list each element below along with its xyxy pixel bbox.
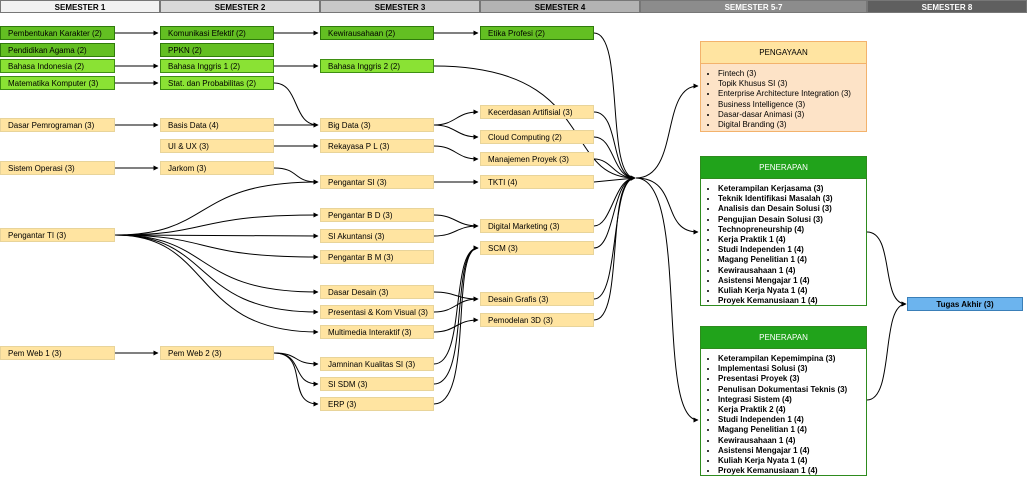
list-item: Presentasi Proyek (3) bbox=[718, 374, 866, 384]
list-item: Asistensi Mengajar 1 (4) bbox=[718, 276, 866, 286]
list-item: Enterprise Architecture Integration (3) bbox=[718, 89, 866, 99]
header-semester-4: SEMESTER 4 bbox=[480, 0, 640, 13]
course-multimedia-interaktif[interactable]: Multimedia Interaktif (3) bbox=[320, 325, 434, 339]
course-bahasa-inggris-2[interactable]: Bahasa Inggris 2 (2) bbox=[320, 59, 434, 73]
course-cloud-computing[interactable]: Cloud Computing (2) bbox=[480, 130, 594, 144]
list-item: Technopreneurship (4) bbox=[718, 225, 866, 235]
list-item: Kewirausahaan 1 (4) bbox=[718, 266, 866, 276]
list-item: Proyek Kemanusiaan 1 (4) bbox=[718, 296, 866, 306]
header-semester-5-7: SEMESTER 5-7 bbox=[640, 0, 867, 13]
course-ppkn[interactable]: PPKN (2) bbox=[160, 43, 274, 57]
list-item: Business Intelligence (3) bbox=[718, 100, 866, 110]
list-item: Penulisan Dokumentasi Teknis (3) bbox=[718, 385, 866, 395]
list-item: Keterampilan Kepemimpina (3) bbox=[718, 354, 866, 364]
course-etika-profesi[interactable]: Etika Profesi (2) bbox=[480, 26, 594, 40]
course-big-data[interactable]: Big Data (3) bbox=[320, 118, 434, 132]
list-item: Topik Khusus SI (3) bbox=[718, 79, 866, 89]
course-jaminan-kualitas-si[interactable]: Jamninan Kualitas SI (3) bbox=[320, 357, 434, 371]
list-item: Asistensi Mengajar 1 (4) bbox=[718, 446, 866, 456]
list-item: Kewirausahaan 1 (4) bbox=[718, 436, 866, 446]
course-sistem-operasi[interactable]: Sistem Operasi (3) bbox=[0, 161, 115, 175]
penerapan-1-list: Keterampilan Kerjasama (3) Teknik Identi… bbox=[701, 179, 866, 306]
list-item: Kuliah Kerja Nyata 1 (4) bbox=[718, 286, 866, 296]
list-item: Fintech (3) bbox=[718, 69, 866, 79]
list-item: Magang Penelitian 1 (4) bbox=[718, 255, 866, 265]
list-item: Keterampilan Kerjasama (3) bbox=[718, 184, 866, 194]
pengayaan-list: Fintech (3) Topik Khusus SI (3) Enterpri… bbox=[701, 64, 866, 130]
course-dasar-desain[interactable]: Dasar Desain (3) bbox=[320, 285, 434, 299]
course-basis-data[interactable]: Basis Data (4) bbox=[160, 118, 274, 132]
course-ui-ux[interactable]: UI & UX (3) bbox=[160, 139, 274, 153]
course-pemodelan-3d[interactable]: Pemodelan 3D (3) bbox=[480, 313, 594, 327]
course-kewirausahaan[interactable]: Kewirausahaan (2) bbox=[320, 26, 434, 40]
penerapan-panel-1: PENERAPAN Keterampilan Kerjasama (3) Tek… bbox=[700, 156, 867, 306]
course-manajemen-proyek[interactable]: Manajemen Proyek (3) bbox=[480, 152, 594, 166]
course-komunikasi-efektif[interactable]: Komunikasi Efektif (2) bbox=[160, 26, 274, 40]
list-item: Pengujian Desain Solusi (3) bbox=[718, 215, 866, 225]
course-rekayasa-pl[interactable]: Rekayasa P L (3) bbox=[320, 139, 434, 153]
course-pembentukan-karakter[interactable]: Pembentukan Karakter (2) bbox=[0, 26, 115, 40]
pengayaan-title: PENGAYAAN bbox=[701, 42, 866, 64]
list-item: Teknik Identifikasi Masalah (3) bbox=[718, 194, 866, 204]
course-desain-grafis[interactable]: Desain Grafis (3) bbox=[480, 292, 594, 306]
header-semester-2: SEMESTER 2 bbox=[160, 0, 320, 13]
course-digital-marketing[interactable]: Digital Marketing (3) bbox=[480, 219, 594, 233]
list-item: Implementasi Solusi (3) bbox=[718, 364, 866, 374]
course-pem-web-1[interactable]: Pem Web 1 (3) bbox=[0, 346, 115, 360]
course-pendidikan-agama[interactable]: Pendidikan Agama (2) bbox=[0, 43, 115, 57]
course-scm[interactable]: SCM (3) bbox=[480, 241, 594, 255]
course-erp[interactable]: ERP (3) bbox=[320, 397, 434, 411]
course-bahasa-indonesia[interactable]: Bahasa Indonesia (2) bbox=[0, 59, 115, 73]
course-tkti[interactable]: TKTI (4) bbox=[480, 175, 594, 189]
header-semester-1: SEMESTER 1 bbox=[0, 0, 160, 13]
course-si-sdm[interactable]: SI SDM (3) bbox=[320, 377, 434, 391]
pengayaan-panel: PENGAYAAN Fintech (3) Topik Khusus SI (3… bbox=[700, 41, 867, 132]
penerapan-2-title: PENERAPAN bbox=[701, 327, 866, 349]
course-kecerdasan-artifisial[interactable]: Kecerdasan Artifisial (3) bbox=[480, 105, 594, 119]
list-item: Studi Independen 1 (4) bbox=[718, 415, 866, 425]
list-item: Digital Branding (3) bbox=[718, 120, 866, 130]
list-item: Analisis dan Desain Solusi (3) bbox=[718, 204, 866, 214]
list-item: Kuliah Kerja Nyata 1 (4) bbox=[718, 456, 866, 466]
course-si-akuntansi[interactable]: SI Akuntansi (3) bbox=[320, 229, 434, 243]
course-pengantar-si[interactable]: Pengantar SI (3) bbox=[320, 175, 434, 189]
penerapan-panel-2: PENERAPAN Keterampilan Kepemimpina (3) I… bbox=[700, 326, 867, 476]
course-jarkom[interactable]: Jarkom (3) bbox=[160, 161, 274, 175]
list-item: Dasar-dasar Animasi (3) bbox=[718, 110, 866, 120]
course-matematika-komputer[interactable]: Matematika Komputer (3) bbox=[0, 76, 115, 90]
course-tugas-akhir[interactable]: Tugas Akhir (3) bbox=[907, 297, 1023, 311]
course-pengantar-bd[interactable]: Pengantar B D (3) bbox=[320, 208, 434, 222]
header-semester-3: SEMESTER 3 bbox=[320, 0, 480, 13]
course-dasar-pemrograman[interactable]: Dasar Pemrograman (3) bbox=[0, 118, 115, 132]
course-stat-probabilitas[interactable]: Stat. dan Probabilitas (2) bbox=[160, 76, 274, 90]
list-item: Kerja Praktik 2 (4) bbox=[718, 405, 866, 415]
penerapan-1-title: PENERAPAN bbox=[701, 157, 866, 179]
list-item: Magang Penelitian 1 (4) bbox=[718, 425, 866, 435]
list-item: Studi Independen 1 (4) bbox=[718, 245, 866, 255]
course-pengantar-ti[interactable]: Pengantar TI (3) bbox=[0, 228, 115, 242]
list-item: Proyek Kemanusiaan 1 (4) bbox=[718, 466, 866, 476]
list-item: Integrasi Sistem (4) bbox=[718, 395, 866, 405]
course-bahasa-inggris-1[interactable]: Bahasa Inggris 1 (2) bbox=[160, 59, 274, 73]
penerapan-2-list: Keterampilan Kepemimpina (3) Implementas… bbox=[701, 349, 866, 476]
list-item: Kerja Praktik 1 (4) bbox=[718, 235, 866, 245]
course-pem-web-2[interactable]: Pem Web 2 (3) bbox=[160, 346, 274, 360]
course-pengantar-bm[interactable]: Pengantar B M (3) bbox=[320, 250, 434, 264]
course-presentasi-kom-visual[interactable]: Presentasi & Kom Visual (3) bbox=[320, 305, 434, 319]
